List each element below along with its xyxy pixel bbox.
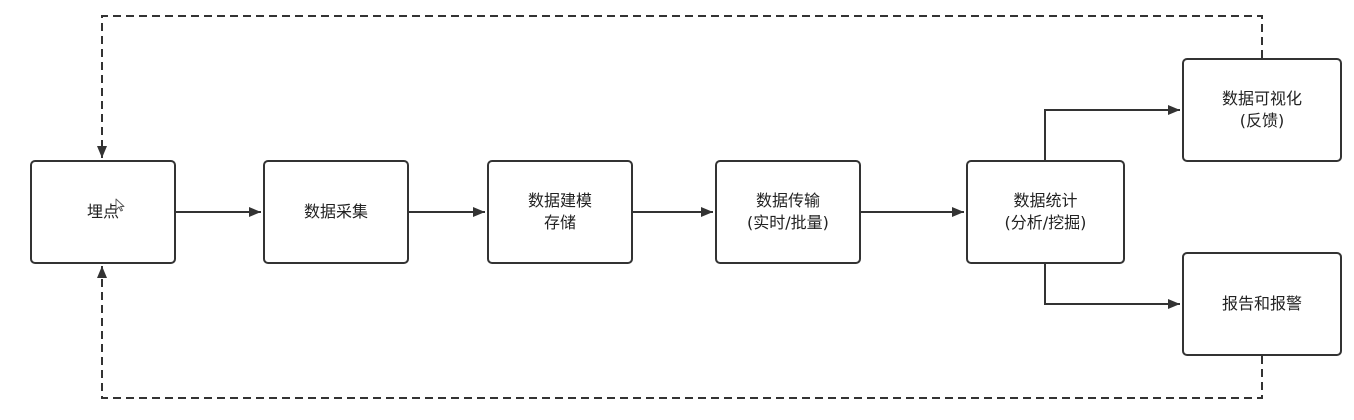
edge-stats-to-report [1044, 264, 1180, 309]
mouse-pointer-icon [115, 198, 125, 212]
node-maidian[interactable]: 埋点 [30, 160, 176, 264]
node-data-statistics-sublabel: (分析/挖掘) [1004, 213, 1087, 232]
node-maidian-label: 埋点 [86, 202, 119, 221]
node-data-statistics[interactable]: 数据统计 (分析/挖掘) [966, 160, 1125, 264]
edge-visual-to-maidian [97, 15, 1263, 158]
node-data-visualization-sublabel: (反馈) [1239, 111, 1285, 130]
node-data-storage-label: 存储 [543, 213, 576, 232]
node-report-and-alert[interactable]: 报告和报警 [1182, 252, 1342, 356]
node-data-transfer-label: 数据传输 [755, 191, 820, 210]
node-data-collection-label: 数据采集 [303, 202, 368, 221]
edge-stats-to-visual [1044, 105, 1180, 160]
node-report-and-alert-label: 报告和报警 [1221, 294, 1302, 313]
node-data-visualization-label: 数据可视化 [1221, 89, 1302, 108]
edge-report-to-maidian [97, 266, 1263, 399]
node-data-visualization[interactable]: 数据可视化 (反馈) [1182, 58, 1342, 162]
node-data-statistics-label: 数据统计 [1013, 191, 1078, 210]
node-data-transfer[interactable]: 数据传输 (实时/批量) [715, 160, 861, 264]
node-data-transfer-sublabel: (实时/批量) [747, 213, 829, 232]
node-data-modeling-storage[interactable]: 数据建模 存储 [487, 160, 633, 264]
node-data-collection[interactable]: 数据采集 [263, 160, 409, 264]
node-data-modeling-label: 数据建模 [527, 191, 592, 210]
